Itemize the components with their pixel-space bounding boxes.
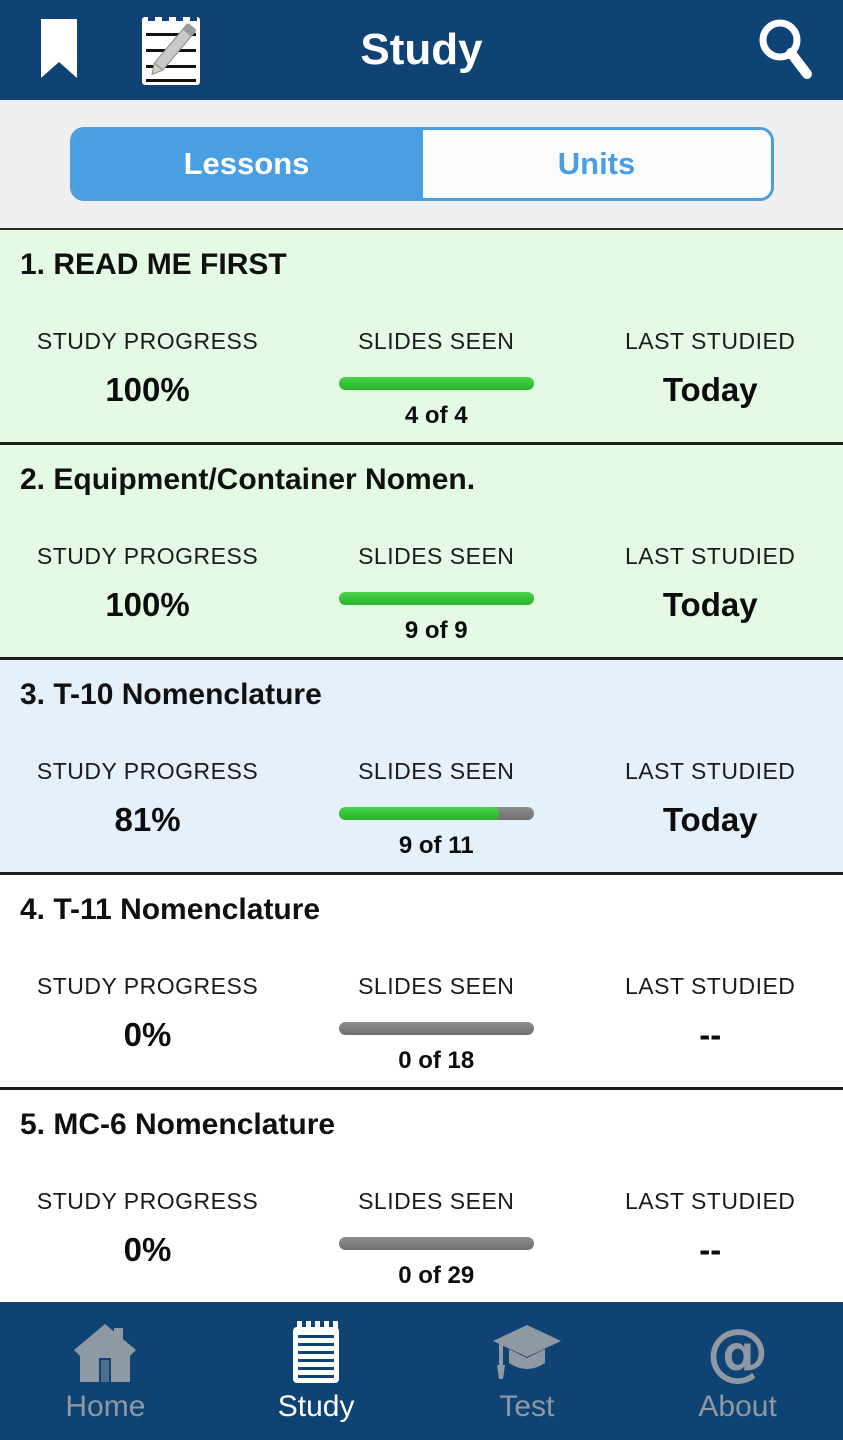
lesson-title: 3. T-10 Nomenclature [20,678,322,711]
slides-progress-fill [338,807,499,820]
slides-seen-cell: SLIDES SEEN 0 of 18 [295,973,577,1075]
nav-label-about: About [698,1390,777,1423]
study-progress-cell: STUDY PROGRESS 81% [0,758,295,860]
segmented-control-band: Lessons Units [0,100,843,230]
slides-progress-bar [338,1022,534,1035]
search-button[interactable] [753,14,815,87]
nav-item-about[interactable]: @ About [632,1302,843,1440]
page-title: Study [360,25,483,74]
lesson-stats: STUDY PROGRESS 100% SLIDES SEEN 4 of 4 L… [0,328,843,430]
lesson-stats: STUDY PROGRESS 100% SLIDES SEEN 9 of 9 L… [0,543,843,645]
last-studied-label: LAST STUDIED [624,1188,796,1214]
last-studied-cell: LAST STUDIED Today [577,328,843,430]
slides-seen-label: SLIDES SEEN [358,973,515,999]
lesson-row[interactable]: 1. READ ME FIRST STUDY PROGRESS 100% SLI… [0,230,843,445]
study-progress-value: 0% [123,1231,172,1268]
notepad-icon [290,1316,342,1388]
graduation-cap-icon [489,1316,565,1388]
home-icon [70,1316,140,1388]
study-progress-label: STUDY PROGRESS [36,1188,259,1214]
slides-seen-label: SLIDES SEEN [358,328,515,354]
study-progress-cell: STUDY PROGRESS 100% [0,543,295,645]
lesson-row[interactable]: 2. Equipment/Container Nomen. STUDY PROG… [0,445,843,660]
slides-progress-bar [338,1237,534,1250]
lesson-stats: STUDY PROGRESS 81% SLIDES SEEN 9 of 11 L… [0,758,843,860]
nav-item-study[interactable]: Study [211,1302,422,1440]
study-progress-cell: STUDY PROGRESS 0% [0,973,295,1075]
slides-seen-label: SLIDES SEEN [358,1188,515,1214]
lesson-row[interactable]: 4. T-11 Nomenclature STUDY PROGRESS 0% S… [0,875,843,1090]
slides-seen-label: SLIDES SEEN [358,758,515,784]
last-studied-label: LAST STUDIED [624,973,796,999]
bookmark-button[interactable] [40,18,78,83]
slides-seen-cell: SLIDES SEEN 9 of 9 [295,543,577,645]
last-studied-value: Today [662,371,758,408]
slides-seen-label: SLIDES SEEN [358,543,515,569]
study-progress-cell: STUDY PROGRESS 0% [0,1188,295,1290]
last-studied-value: Today [662,586,758,623]
bottom-navigation: Home Study [0,1302,843,1440]
lesson-row[interactable]: 5. MC-6 Nomenclature STUDY PROGRESS 0% S… [0,1090,843,1305]
lesson-list: 1. READ ME FIRST STUDY PROGRESS 100% SLI… [0,230,843,1305]
search-icon [753,19,815,87]
lesson-title: 5. MC-6 Nomenclature [20,1108,336,1141]
nav-label-test: Test [499,1390,555,1423]
slides-progress-fill [338,592,534,605]
slides-seen-cell: SLIDES SEEN 9 of 11 [295,758,577,860]
slides-seen-value: 0 of 18 [398,1047,475,1074]
study-progress-value: 0% [123,1016,172,1053]
last-studied-cell: LAST STUDIED -- [577,973,843,1075]
study-progress-label: STUDY PROGRESS [36,973,259,999]
lesson-stats: STUDY PROGRESS 0% SLIDES SEEN 0 of 18 LA… [0,973,843,1075]
top-app-bar: Study [0,0,843,100]
last-studied-cell: LAST STUDIED -- [577,1188,843,1290]
notes-edit-icon [138,11,204,92]
last-studied-value: -- [699,1231,722,1268]
last-studied-label: LAST STUDIED [624,758,796,784]
nav-label-study: Study [277,1390,355,1423]
slides-seen-value: 4 of 4 [404,402,468,429]
tab-lessons[interactable]: Lessons [72,130,421,198]
slides-seen-value: 9 of 9 [404,617,468,644]
nav-label-home: Home [65,1390,146,1423]
slides-progress-fill [338,377,534,390]
slides-progress-bar [338,377,534,390]
slides-seen-cell: SLIDES SEEN 0 of 29 [295,1188,577,1290]
last-studied-value: Today [662,801,758,838]
last-studied-cell: LAST STUDIED Today [577,543,843,645]
last-studied-value: -- [699,1016,722,1053]
lesson-stats: STUDY PROGRESS 0% SLIDES SEEN 0 of 29 LA… [0,1188,843,1290]
last-studied-label: LAST STUDIED [624,543,796,569]
lessons-units-segmented-control: Lessons Units [69,127,774,201]
nav-item-home[interactable]: Home [0,1302,211,1440]
at-icon: @ [706,1315,769,1388]
study-progress-cell: STUDY PROGRESS 100% [0,328,295,430]
nav-item-test[interactable]: Test [422,1302,633,1440]
bookmark-icon [40,18,78,83]
lesson-title: 1. READ ME FIRST [20,248,287,281]
lesson-title: 2. Equipment/Container Nomen. [20,463,476,496]
study-progress-label: STUDY PROGRESS [36,543,259,569]
last-studied-label: LAST STUDIED [624,328,796,354]
slides-progress-bar [338,807,534,820]
study-progress-label: STUDY PROGRESS [36,328,259,354]
slides-seen-cell: SLIDES SEEN 4 of 4 [295,328,577,430]
last-studied-cell: LAST STUDIED Today [577,758,843,860]
study-progress-label: STUDY PROGRESS [36,758,259,784]
lesson-row[interactable]: 3. T-10 Nomenclature STUDY PROGRESS 81% … [0,660,843,875]
study-progress-value: 81% [114,801,181,838]
study-progress-value: 100% [105,371,190,408]
notes-edit-button[interactable] [138,9,204,92]
lesson-title: 4. T-11 Nomenclature [20,893,321,926]
study-progress-value: 100% [105,586,190,623]
slides-progress-bar [338,592,534,605]
slides-seen-value: 9 of 11 [398,832,474,859]
tab-units[interactable]: Units [420,130,771,198]
slides-seen-value: 0 of 29 [398,1262,475,1289]
